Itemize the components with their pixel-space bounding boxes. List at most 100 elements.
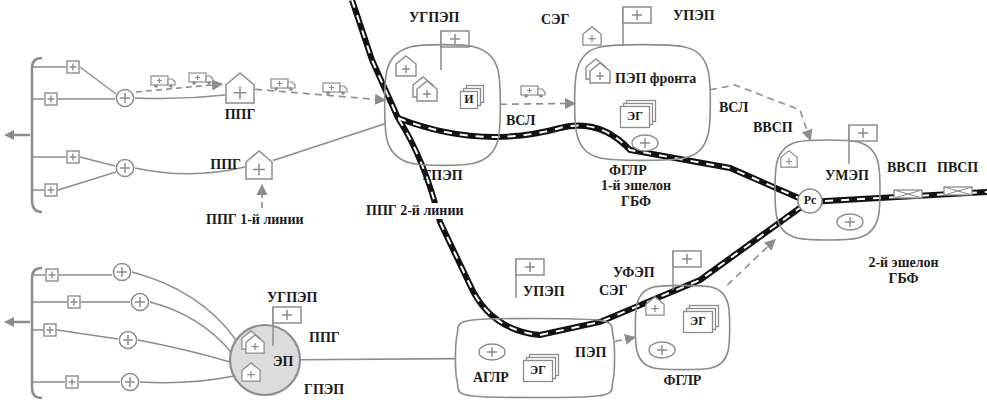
unit-symbol bbox=[45, 93, 57, 105]
node-outline bbox=[455, 318, 614, 397]
unit-symbol bbox=[46, 269, 58, 281]
evacuation-route bbox=[261, 185, 263, 208]
node-outline bbox=[234, 86, 247, 99]
unit-symbol bbox=[67, 61, 79, 73]
node-text: ФГЛР bbox=[664, 373, 702, 388]
unit-links bbox=[32, 275, 67, 382]
evacuation-route bbox=[136, 84, 222, 92]
node-outline bbox=[245, 150, 273, 180]
unit-links bbox=[135, 95, 225, 99]
evacuation-connector bbox=[615, 337, 635, 341]
unit-links bbox=[58, 67, 116, 190]
scheme-label: ВСЛ bbox=[505, 113, 537, 129]
command-flag bbox=[273, 7, 877, 346]
scheme-label: ФГЛР bbox=[608, 163, 648, 179]
command-flag bbox=[673, 251, 701, 290]
hospital-icon bbox=[242, 363, 260, 381]
unit-symbol bbox=[44, 324, 56, 336]
field-hospital-symbol bbox=[632, 135, 658, 151]
echelon-region: ЭГПЭП фронта bbox=[575, 45, 710, 160]
node-text: Рс bbox=[797, 188, 823, 214]
scheme-label: 2-й эшелон ГБФ bbox=[855, 255, 952, 287]
front-arrow bbox=[4, 130, 14, 140]
node-outline bbox=[226, 73, 254, 103]
ambulance-icon bbox=[151, 73, 545, 98]
hospital-icon bbox=[246, 335, 264, 353]
scheme-label: ППГ bbox=[308, 330, 341, 346]
node-fill bbox=[230, 189, 822, 395]
ambulance-icon bbox=[189, 73, 213, 85]
node-outline bbox=[775, 140, 880, 240]
scheme-label: УГПЭП bbox=[408, 10, 460, 26]
ambulance-icon bbox=[521, 86, 545, 98]
node-outline bbox=[684, 312, 713, 333]
front-arrow bbox=[4, 130, 14, 327]
scheme-label: СЭГ bbox=[598, 283, 629, 299]
node-outline bbox=[385, 45, 500, 165]
scheme-label: ППГ 2-й линии bbox=[365, 203, 465, 219]
unit-links bbox=[32, 67, 66, 190]
node-outline bbox=[775, 140, 880, 240]
node-outline bbox=[253, 164, 265, 176]
front-line-bracket bbox=[12, 135, 30, 322]
medical-post-symbol bbox=[131, 293, 148, 310]
node-outline bbox=[461, 92, 478, 109]
medical-post-symbol bbox=[113, 89, 148, 390]
hospital-group-node: ЭГ bbox=[523, 354, 559, 382]
hospital-icon bbox=[781, 151, 797, 167]
unit-symbol bbox=[66, 376, 78, 388]
node-outline bbox=[621, 107, 650, 128]
node-text: ЭП bbox=[273, 354, 293, 369]
field-hospital-symbol bbox=[649, 342, 675, 358]
command-flag bbox=[441, 31, 469, 70]
train-icon bbox=[894, 190, 922, 198]
unit-symbol bbox=[45, 184, 57, 196]
scheme-label: ППГ 1-й линии bbox=[205, 212, 305, 228]
node-outline bbox=[575, 45, 711, 161]
hospital-node: ППГ bbox=[245, 150, 273, 180]
hospital-group-node: И bbox=[460, 85, 484, 109]
unit-links bbox=[57, 275, 130, 382]
front-line-bracket bbox=[32, 58, 42, 212]
node-text: ППГ bbox=[225, 107, 256, 122]
ambulance-icon bbox=[271, 79, 295, 91]
scheme-label: СЭГ bbox=[540, 12, 571, 28]
node-text: ЭГ bbox=[523, 360, 553, 382]
command-flag bbox=[623, 7, 651, 46]
scheme-label: УФЭП bbox=[612, 265, 656, 281]
train-icon bbox=[944, 187, 972, 195]
ambulance-icon bbox=[323, 83, 347, 95]
unit-links bbox=[132, 272, 236, 383]
node-outline bbox=[385, 45, 501, 166]
node-text: ПЭП bbox=[575, 345, 606, 360]
front-line-bracket bbox=[32, 268, 42, 398]
field-hospital-symbol bbox=[479, 344, 505, 360]
circle-node: ЭП bbox=[229, 324, 301, 396]
hospital-group-node: ЭГ bbox=[683, 305, 719, 333]
scheme-label: УПЭП bbox=[672, 8, 716, 24]
ambulance-icon bbox=[151, 76, 175, 88]
evacuation-connector bbox=[273, 124, 385, 161]
scheme-label: ПВСП bbox=[936, 160, 979, 176]
field-hospital-symbol bbox=[487, 347, 497, 357]
node-outline bbox=[635, 285, 729, 369]
scheme-label: АГЛР bbox=[472, 370, 510, 386]
evacuation-connector bbox=[500, 103, 575, 106]
scheme-label: ГПЭП bbox=[303, 382, 345, 398]
node-text: ППГ bbox=[210, 157, 241, 172]
medical-post-symbol bbox=[113, 263, 130, 280]
hospital-node: ППГ bbox=[225, 72, 255, 104]
train-icon bbox=[894, 187, 972, 198]
evacuation-connector bbox=[301, 359, 455, 360]
front-line-bracket bbox=[12, 58, 42, 398]
hospital-group-node: ЭГ bbox=[620, 100, 656, 128]
node-outline bbox=[246, 151, 272, 179]
node-outline bbox=[524, 361, 553, 382]
field-hospital-symbol bbox=[845, 217, 855, 227]
hospital-icon bbox=[590, 63, 610, 83]
medical-post-symbol bbox=[116, 89, 133, 106]
hospital-icon bbox=[242, 27, 797, 381]
node-text: ЭГ bbox=[620, 106, 650, 128]
node-text: ЭГ bbox=[683, 311, 713, 333]
